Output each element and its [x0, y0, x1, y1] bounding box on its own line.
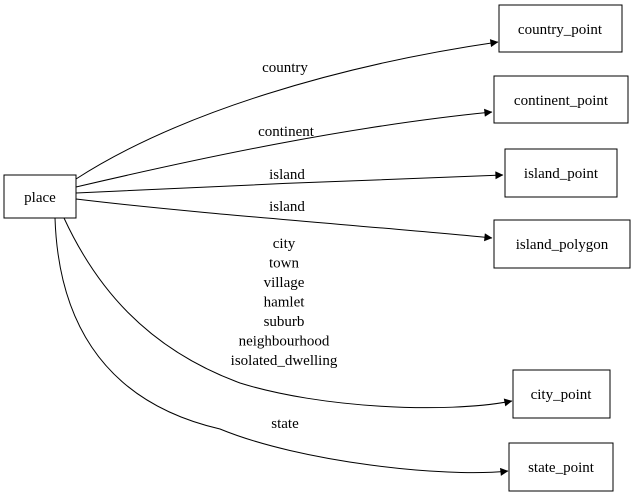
- edge-label-continent: continent: [258, 124, 315, 140]
- edge-label-line-village: village: [264, 275, 305, 291]
- edge-label-island-polygon: island: [269, 199, 305, 215]
- edge-label-island-point: island: [269, 167, 305, 183]
- node-country-point-label: country_point: [518, 22, 603, 38]
- node-island-point-label: island_point: [524, 166, 599, 182]
- edge-label-line-suburb: suburb: [264, 314, 305, 330]
- node-continent-point-label: continent_point: [514, 93, 609, 109]
- node-place-label: place: [24, 190, 56, 206]
- edge-label-line-town: town: [269, 256, 300, 272]
- edge-label-state: state: [271, 416, 299, 432]
- node-island-point: island_point: [504, 148, 618, 198]
- edge-place-continent-point: [75, 108, 493, 188]
- edge-label-line-neighbourhood: neighbourhood: [239, 334, 330, 350]
- node-city-point-label: city_point: [531, 387, 593, 403]
- node-city-point: city_point: [512, 369, 611, 419]
- edge-label-line-city: city: [273, 236, 296, 252]
- edge-place-city-point: [63, 217, 513, 409]
- edge-label-line-isolated-dwelling: isolated_dwelling: [231, 353, 338, 369]
- edge-label-line-hamlet: hamlet: [264, 295, 306, 311]
- edge-label-city-point: city town village hamlet suburb neighbou…: [231, 236, 338, 369]
- edge-place-island-point: [75, 171, 504, 194]
- node-state-point-label: state_point: [528, 460, 595, 476]
- edge-place-state-point: [54, 217, 509, 476]
- edge-label-country: country: [262, 60, 308, 76]
- edge-place-country-point: [75, 39, 499, 180]
- node-place: place: [3, 174, 77, 219]
- node-country-point: country_point: [498, 4, 623, 53]
- node-continent-point: continent_point: [493, 75, 629, 124]
- node-island-polygon-label: island_polygon: [516, 237, 609, 253]
- node-state-point: state_point: [508, 442, 614, 492]
- edge-place-island-polygon: [75, 198, 493, 242]
- node-island-polygon: island_polygon: [493, 219, 631, 269]
